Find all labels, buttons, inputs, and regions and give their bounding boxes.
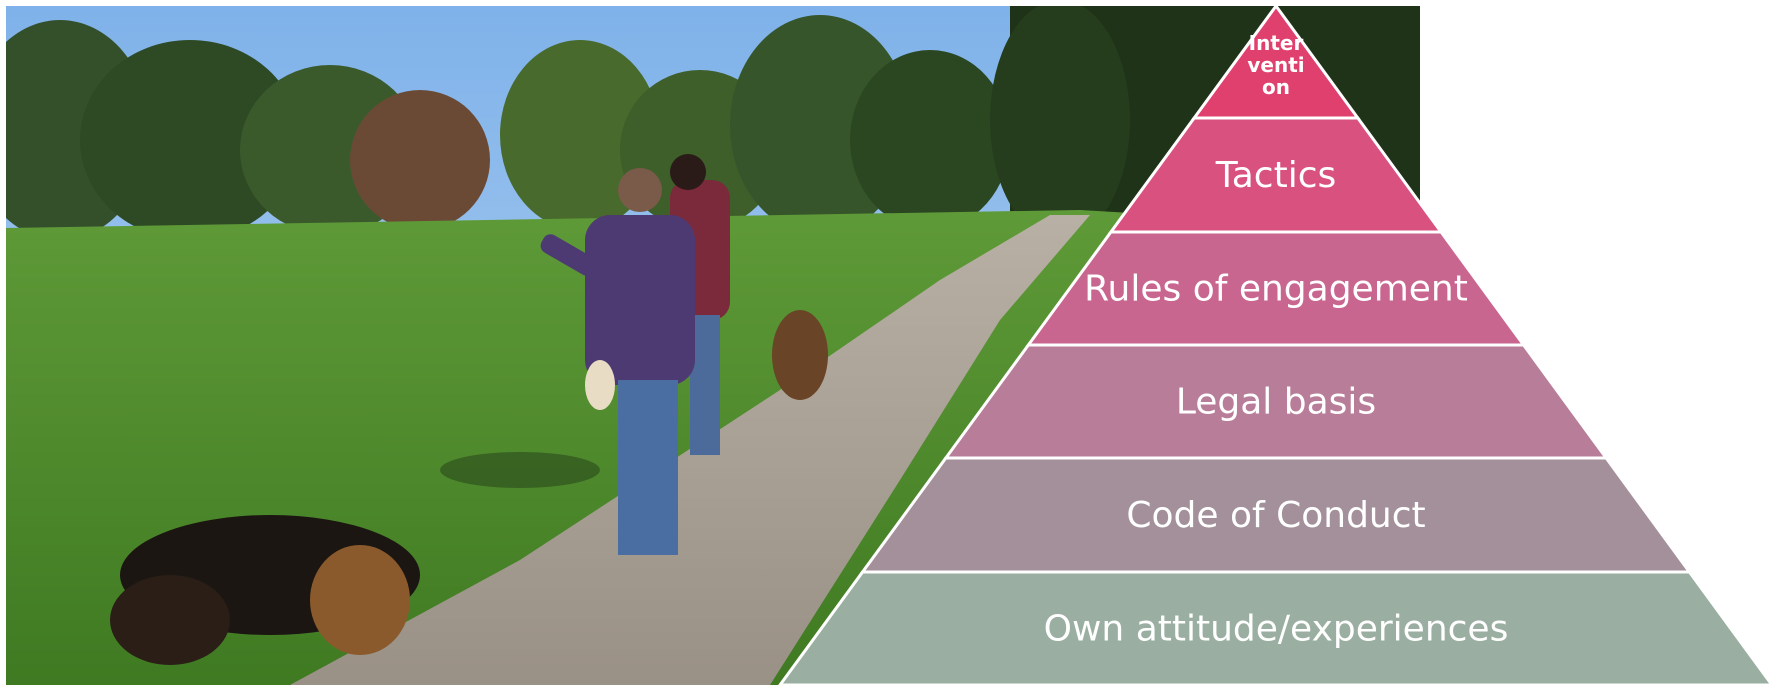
photo-dogs xyxy=(110,310,828,665)
photo-shadow xyxy=(440,452,600,488)
pyramid-tier-4-label: Legal basis xyxy=(1176,382,1376,423)
pyramid-tier-2-label: Tactics xyxy=(1215,155,1337,196)
pyramid-tier-3-label: Rules of engagement xyxy=(1084,269,1468,310)
pyramid-tier-6 xyxy=(778,570,1771,685)
pyramid-tier-5-label: Code of Conduct xyxy=(1126,495,1425,536)
photo-people xyxy=(540,154,730,555)
pyramid-tier-6-label: Own attitude/experiences xyxy=(1044,609,1509,650)
